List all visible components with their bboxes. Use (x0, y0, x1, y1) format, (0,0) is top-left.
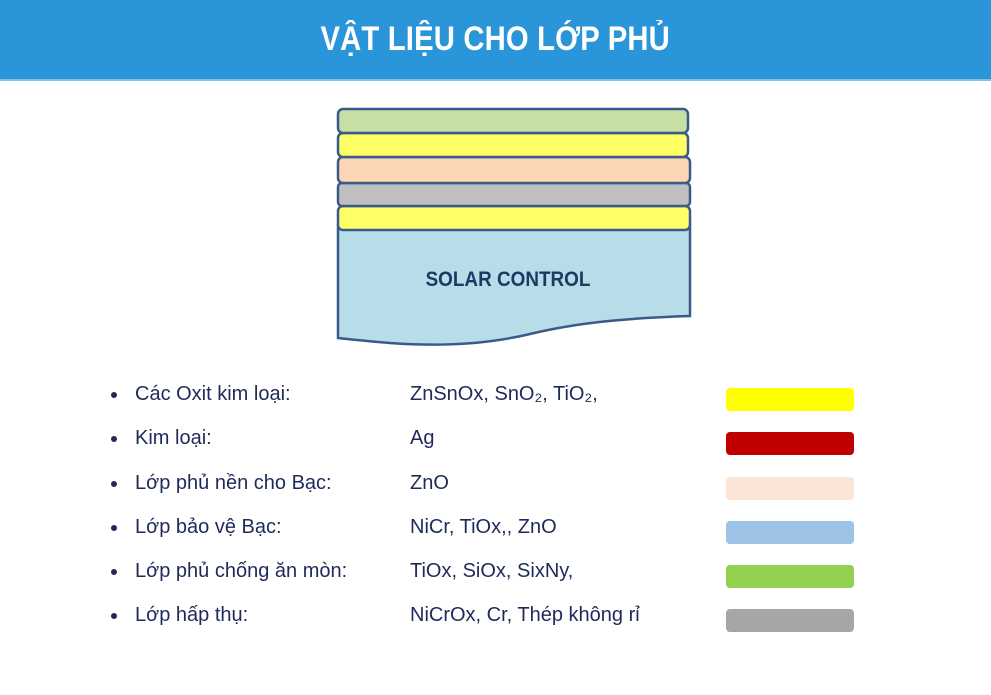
bullet-icon (111, 481, 117, 487)
legend-label: Lớp phủ nền cho Bạc: (135, 472, 332, 494)
bullet-icon (111, 392, 117, 398)
legend-value: Ag (410, 427, 435, 449)
legend-value: ZnO (410, 472, 449, 494)
legend-value: NiCrOx, Cr, Thép không rỉ (410, 604, 640, 626)
bullet-icon (111, 613, 117, 619)
legend-value: TiOx, SiOx, SixNy, (410, 560, 574, 582)
layer-4 (336, 181, 692, 208)
layer-stack-graphic (336, 107, 692, 346)
color-swatch (726, 609, 854, 632)
bullet-icon (111, 569, 117, 575)
legend-label: Lớp bảo vệ Bạc: (135, 516, 282, 538)
legend-label: Lớp phủ chống ăn mòn: (135, 560, 348, 582)
legend-row: Lớp hấp thụ: NiCrOx, Cr, Thép không rỉ (0, 596, 991, 640)
legend-row: Lớp phủ nền cho Bạc: ZnO (0, 464, 991, 508)
layer-2 (336, 131, 690, 159)
legend-value: NiCr, TiOx,, ZnO (410, 516, 557, 538)
title-banner: VẬT LIỆU CHO LỚP PHỦ (0, 0, 991, 81)
layer-3 (336, 155, 692, 185)
solar-control-label: SOLAR CONTROL (425, 268, 591, 291)
color-swatch (726, 432, 854, 455)
legend-value: ZnSnOx, SnO₂, TiO₂, (410, 383, 598, 405)
substrate-layer (336, 224, 692, 346)
layer-1 (336, 107, 690, 135)
color-swatch (726, 388, 854, 411)
legend-row: Lớp phủ chống ăn mòn: TiOx, SiOx, SixNy, (0, 552, 991, 596)
legend-label: Kim loại: (135, 427, 212, 449)
legend-row: Các Oxit kim loại: ZnSnOx, SnO₂, TiO₂, (0, 375, 991, 419)
color-swatch (726, 477, 854, 500)
legend-row: Lớp bảo vệ Bạc: NiCr, TiOx,, ZnO (0, 508, 991, 552)
bullet-icon (111, 436, 117, 442)
color-swatch (726, 521, 854, 544)
color-swatch (726, 565, 854, 588)
bullet-icon (111, 525, 117, 531)
legend-row: Kim loại: Ag (0, 419, 991, 463)
layer-5 (336, 204, 692, 232)
coating-stack-diagram: SOLAR CONTROL (330, 100, 710, 360)
legend-label: Lớp hấp thụ: (135, 604, 249, 626)
legend-label: Các Oxit kim loại: (135, 383, 291, 405)
page-title: VẬT LIỆU CHO LỚP PHỦ (320, 20, 671, 58)
